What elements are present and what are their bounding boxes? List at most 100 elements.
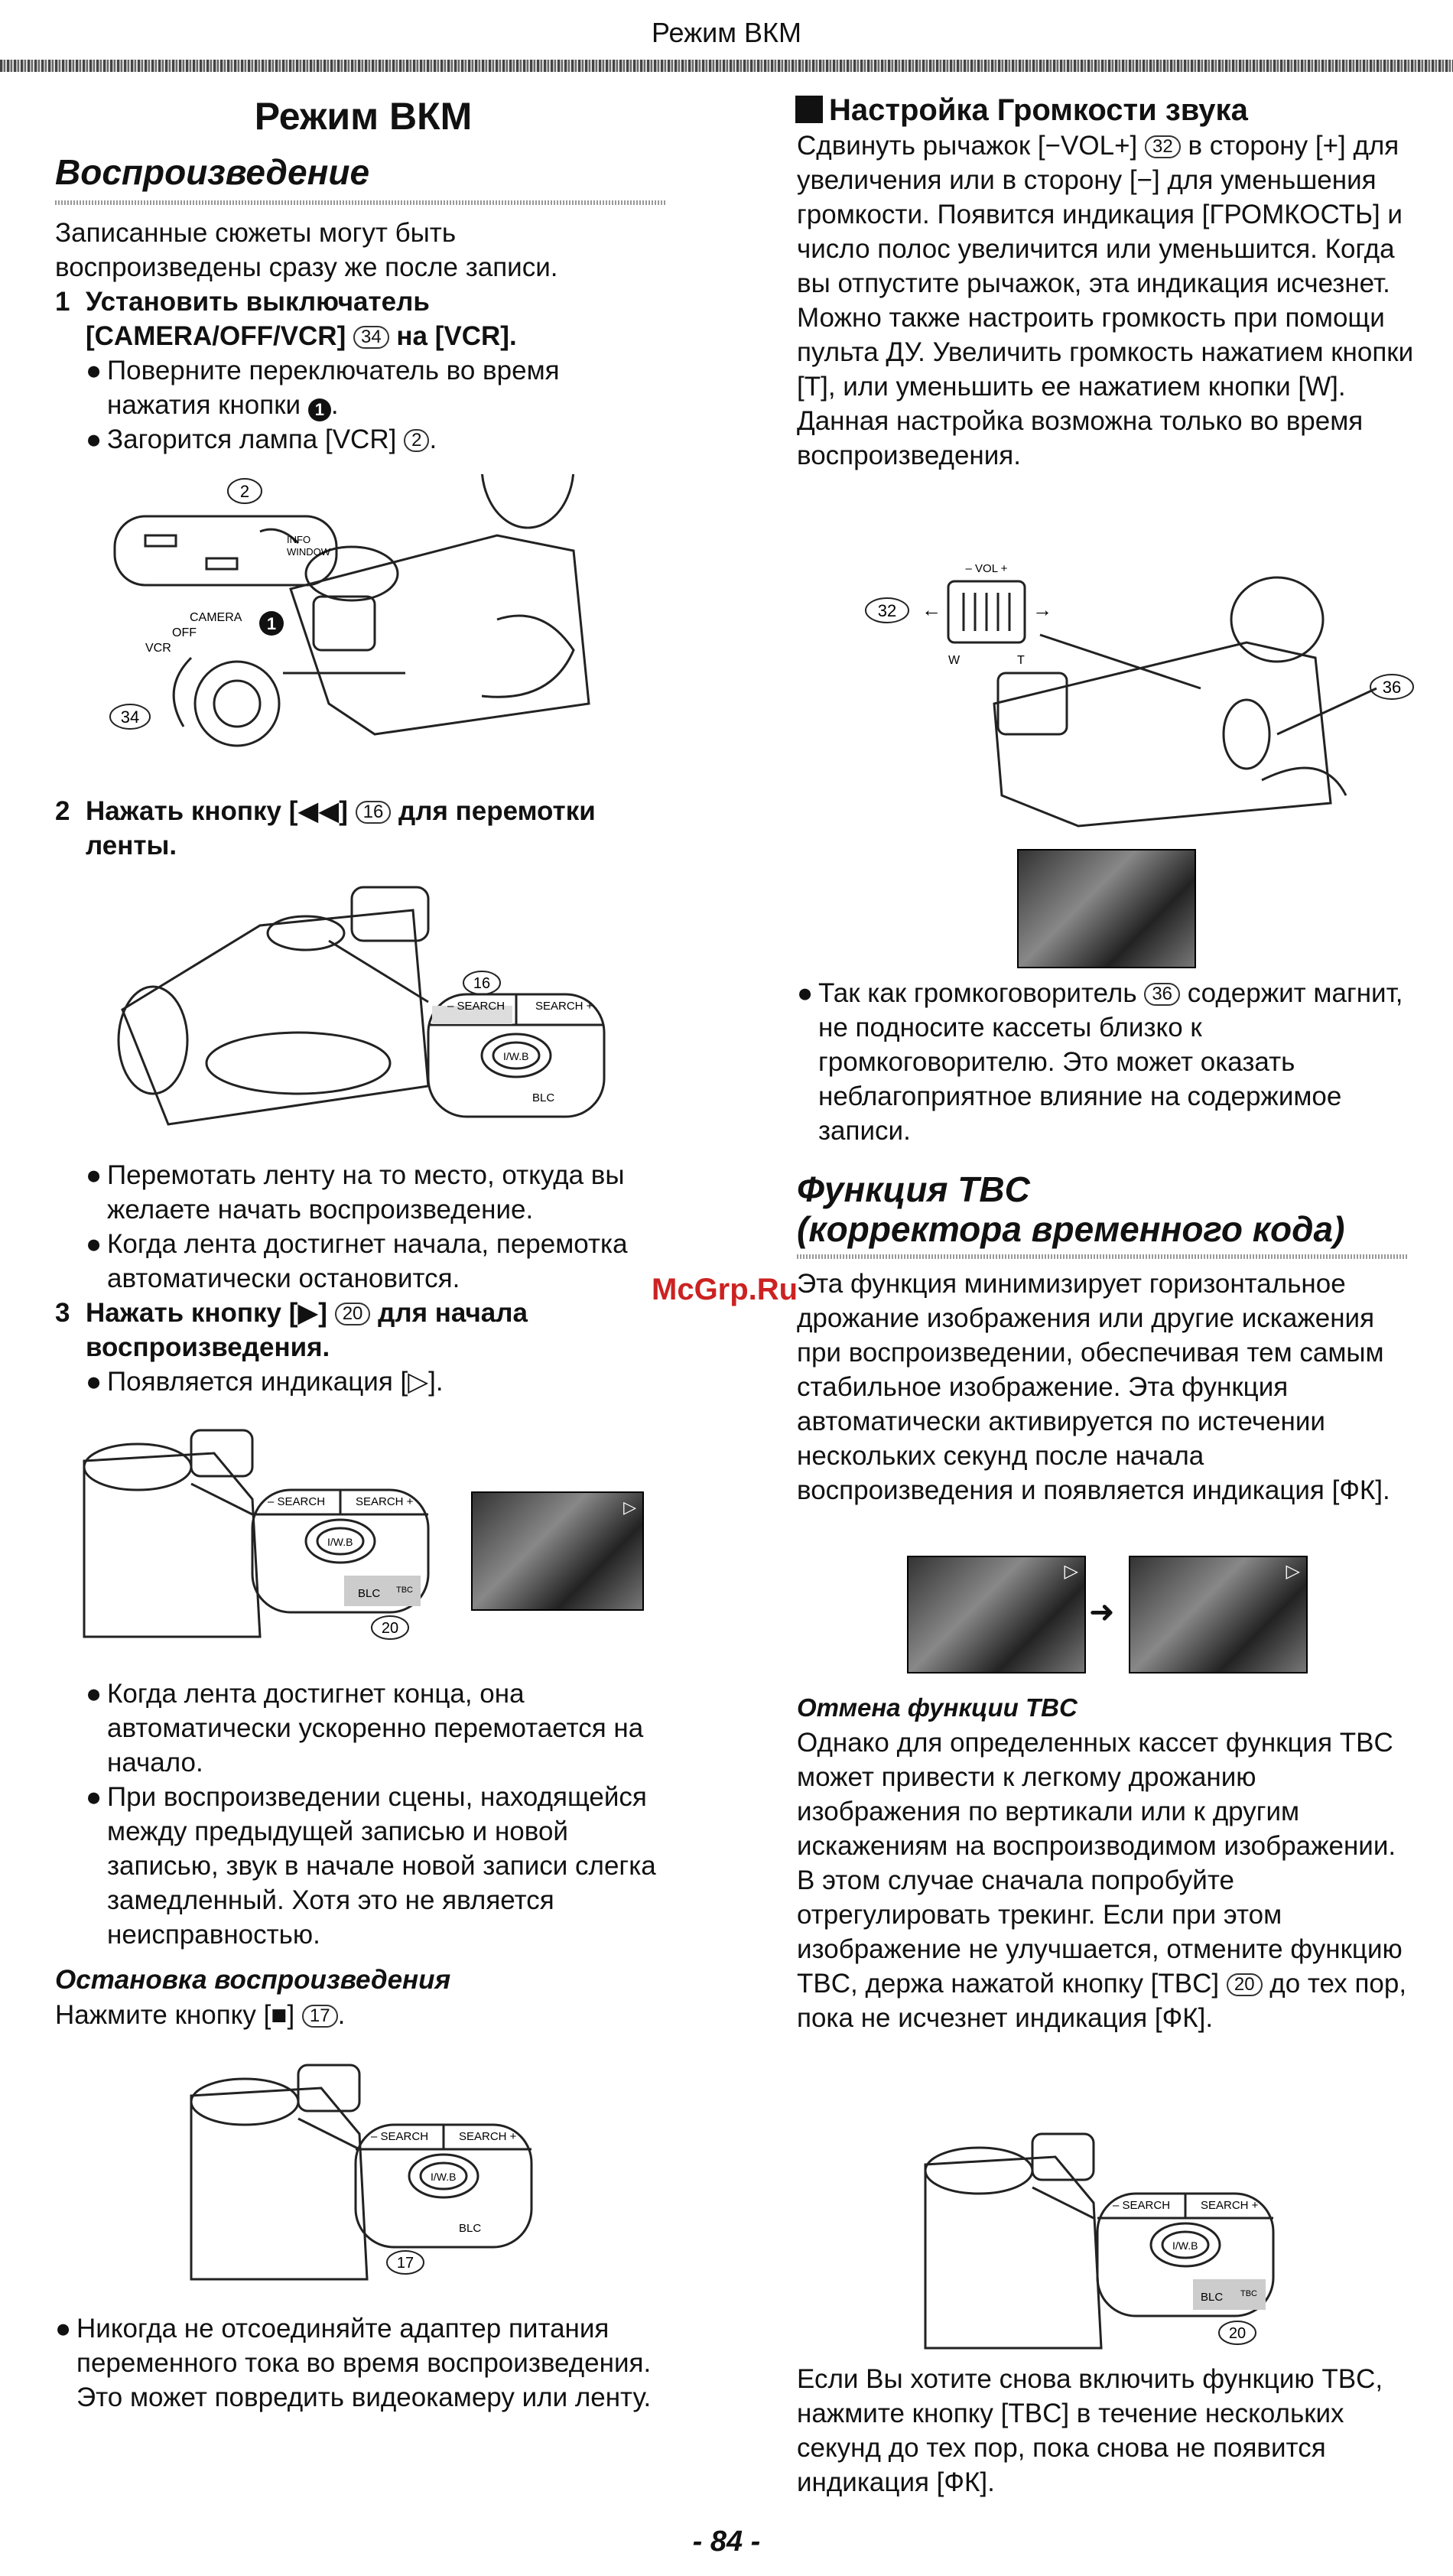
step-2: 2 Нажать кнопку [◀◀] 16 для перемотки ле… (55, 794, 682, 863)
stop-instruction: Нажмите кнопку [■] (55, 2000, 295, 2030)
volume-text-part: в сторону [+] для увеличения или в сторо… (797, 131, 1403, 298)
tbc-cancel-paragraph: Однако для определенных кассет функция T… (797, 1728, 1396, 1861)
stop-instruction: . (337, 2000, 346, 2030)
switch-label: CAMERA (190, 611, 242, 624)
step-3: 3 Нажать кнопку [▶] 20 для начала воспро… (55, 1296, 667, 1399)
bullet-icon: ● (55, 2314, 72, 2343)
bullet-icon: ● (86, 1679, 102, 1709)
arrow-left-icon: ← (922, 598, 941, 621)
section-square-icon (795, 96, 823, 123)
callout-label: 2 (240, 482, 249, 501)
w-label: W (948, 654, 961, 667)
tbc-text: Эта функция минимизирует горизонтальное … (797, 1269, 1390, 1505)
control-pad (427, 993, 606, 1118)
bullet-icon: ● (86, 1367, 102, 1397)
play-indicator-icon: ▷ (1064, 1561, 1078, 1582)
mode-dial (193, 660, 281, 747)
playback-intro: Записанные сюжеты могут быть воспроизвед… (55, 218, 558, 282)
step-text: Нажать кнопку [▶] (86, 1298, 327, 1328)
step-2-notes: ●Перемотать ленту на то место, откуда вы… (86, 1158, 697, 1296)
list-item: ●При воспроизведении сцены, находящейся … (86, 1780, 682, 1952)
bullet-text: Загорится лампа [VCR] (107, 424, 397, 454)
tbc-button-figure: – SEARCH SEARCH + I/W.B BLC TBC 20 (924, 2132, 1275, 2350)
step-1: 1 Установить выключатель [CAMERA/OFF/VCR… (55, 285, 667, 457)
bullet-text: При воспроизведении сцены, находящейся м… (107, 1782, 656, 1950)
search-minus-label: – SEARCH (268, 1495, 325, 1508)
tbc-cancel-text-part: до тех пор, пока не исчезнет индикация [… (797, 1969, 1407, 2033)
bullet-icon: ● (86, 424, 102, 454)
volume-paragraph: Сдвинуть рычажок [−VOL+] 32 в сторону [+… (797, 128, 1416, 301)
camcorder-body (190, 2086, 369, 2281)
play-indicator-icon: ▷ (1286, 1561, 1300, 1582)
callout-label: 20 (1229, 2325, 1246, 2342)
volume-heading-text: Настройка Громкости звука (829, 93, 1248, 127)
ref-badge: 2 (404, 429, 430, 452)
lamp-label: INFO (287, 534, 310, 545)
switch-label: VCR (145, 642, 171, 655)
arrow-right-icon: → (1032, 598, 1052, 621)
speaker (1222, 698, 1271, 770)
tbc-label: TBC (396, 1586, 413, 1595)
search-minus-label: – SEARCH (1113, 2199, 1170, 2212)
play-figure: – SEARCH SEARCH + I/W.B BLC TBC 20 (83, 1429, 430, 1640)
control-pad (1096, 2192, 1275, 2317)
volume-lever (947, 580, 1026, 644)
ref-badge: 32 (1145, 135, 1181, 158)
step-text: Установить выключатель [CAMERA/OFF/VCR] (86, 287, 430, 351)
watermark: McGrp.Ru (652, 1273, 798, 1306)
tbc-final-note: Если Вы хотите снова включить функцию TB… (797, 2364, 1383, 2497)
bullet-text: содержит магнит, не подносите кассеты бл… (818, 978, 1403, 1146)
callout-label: 32 (878, 601, 896, 620)
button-1-marker: 1 (307, 398, 331, 421)
heading-rule (797, 1254, 1409, 1259)
step-number: 1 (55, 287, 70, 317)
viewfinder (312, 595, 376, 652)
page-header-title: Режим ВКМ (652, 17, 801, 48)
step-number: 3 (55, 1298, 70, 1328)
bullet-text: Перемотать ленту на то место, откуда вы … (107, 1160, 625, 1225)
play-indicator-icon: ▷ (623, 1498, 636, 1517)
tbc-cancel-paragraph: В этом случае сначала попробуйте отрегул… (797, 1863, 1416, 2035)
camcorder-body (289, 534, 590, 736)
playback-screen-photo: ▷ (471, 1491, 644, 1611)
step-text: для перемотки ленты. (86, 796, 596, 860)
ref-badge: 16 (355, 801, 392, 824)
list-item: ●Когда лента достигнет конца, она автома… (86, 1677, 682, 1780)
search-minus-label: – SEARCH (371, 2130, 428, 2143)
wb-label: I/W.B (503, 1050, 528, 1062)
blc-label: BLC (532, 1091, 554, 1104)
blc-label: BLC (459, 2222, 481, 2235)
bullet-icon: ● (86, 1229, 102, 1259)
callout-label: 34 (121, 707, 139, 727)
blc-label: BLC (358, 1587, 380, 1600)
switch-label: OFF (172, 626, 197, 639)
search-plus-label: SEARCH + (459, 2130, 517, 2143)
tbc-cancel-text: Однако для определенных кассет функция T… (797, 1725, 1416, 2035)
search-minus-label: – SEARCH (447, 1000, 505, 1013)
volume-text: Сдвинуть рычажок [−VOL+] 32 в сторону [+… (797, 128, 1416, 473)
tbc-cancel-heading: Отмена функции TBC (797, 1693, 1078, 1722)
bullet-text: Появляется индикация [▷]. (107, 1367, 444, 1397)
bullet-icon: ● (797, 978, 814, 1008)
camcorder-body (993, 641, 1332, 828)
lamp-panel (113, 515, 338, 587)
ref-badge: 20 (334, 1303, 371, 1325)
t-label: T (1017, 654, 1025, 667)
step-number: 2 (55, 796, 70, 826)
blc-label: BLC (1201, 2291, 1223, 2304)
step-text: для начала воспроизведения. (86, 1298, 528, 1362)
callout-label: 1 (267, 614, 276, 633)
bullet-text: Поверните переключатель во время нажатия… (107, 356, 560, 420)
left-page-title: Режим ВКМ (254, 95, 473, 138)
control-pad (251, 1488, 430, 1614)
camcorder-body (83, 1452, 262, 1638)
wb-label: I/W.B (1172, 2239, 1198, 2252)
volume-figure: – VOL + W T ← → 32 36 (865, 562, 1414, 828)
bullet-icon: ● (86, 356, 102, 385)
speaker-note: ● Так как громкоговоритель 36 содержит м… (797, 976, 1409, 1148)
ref-badge: 17 (301, 2005, 338, 2028)
step-text: Нажать кнопку [◀◀] (86, 796, 348, 826)
bullet-text: Когда лента достигнет начала, перемотка … (107, 1229, 628, 1293)
wb-label: I/W.B (431, 2171, 456, 2183)
button-1-callout (259, 611, 284, 636)
